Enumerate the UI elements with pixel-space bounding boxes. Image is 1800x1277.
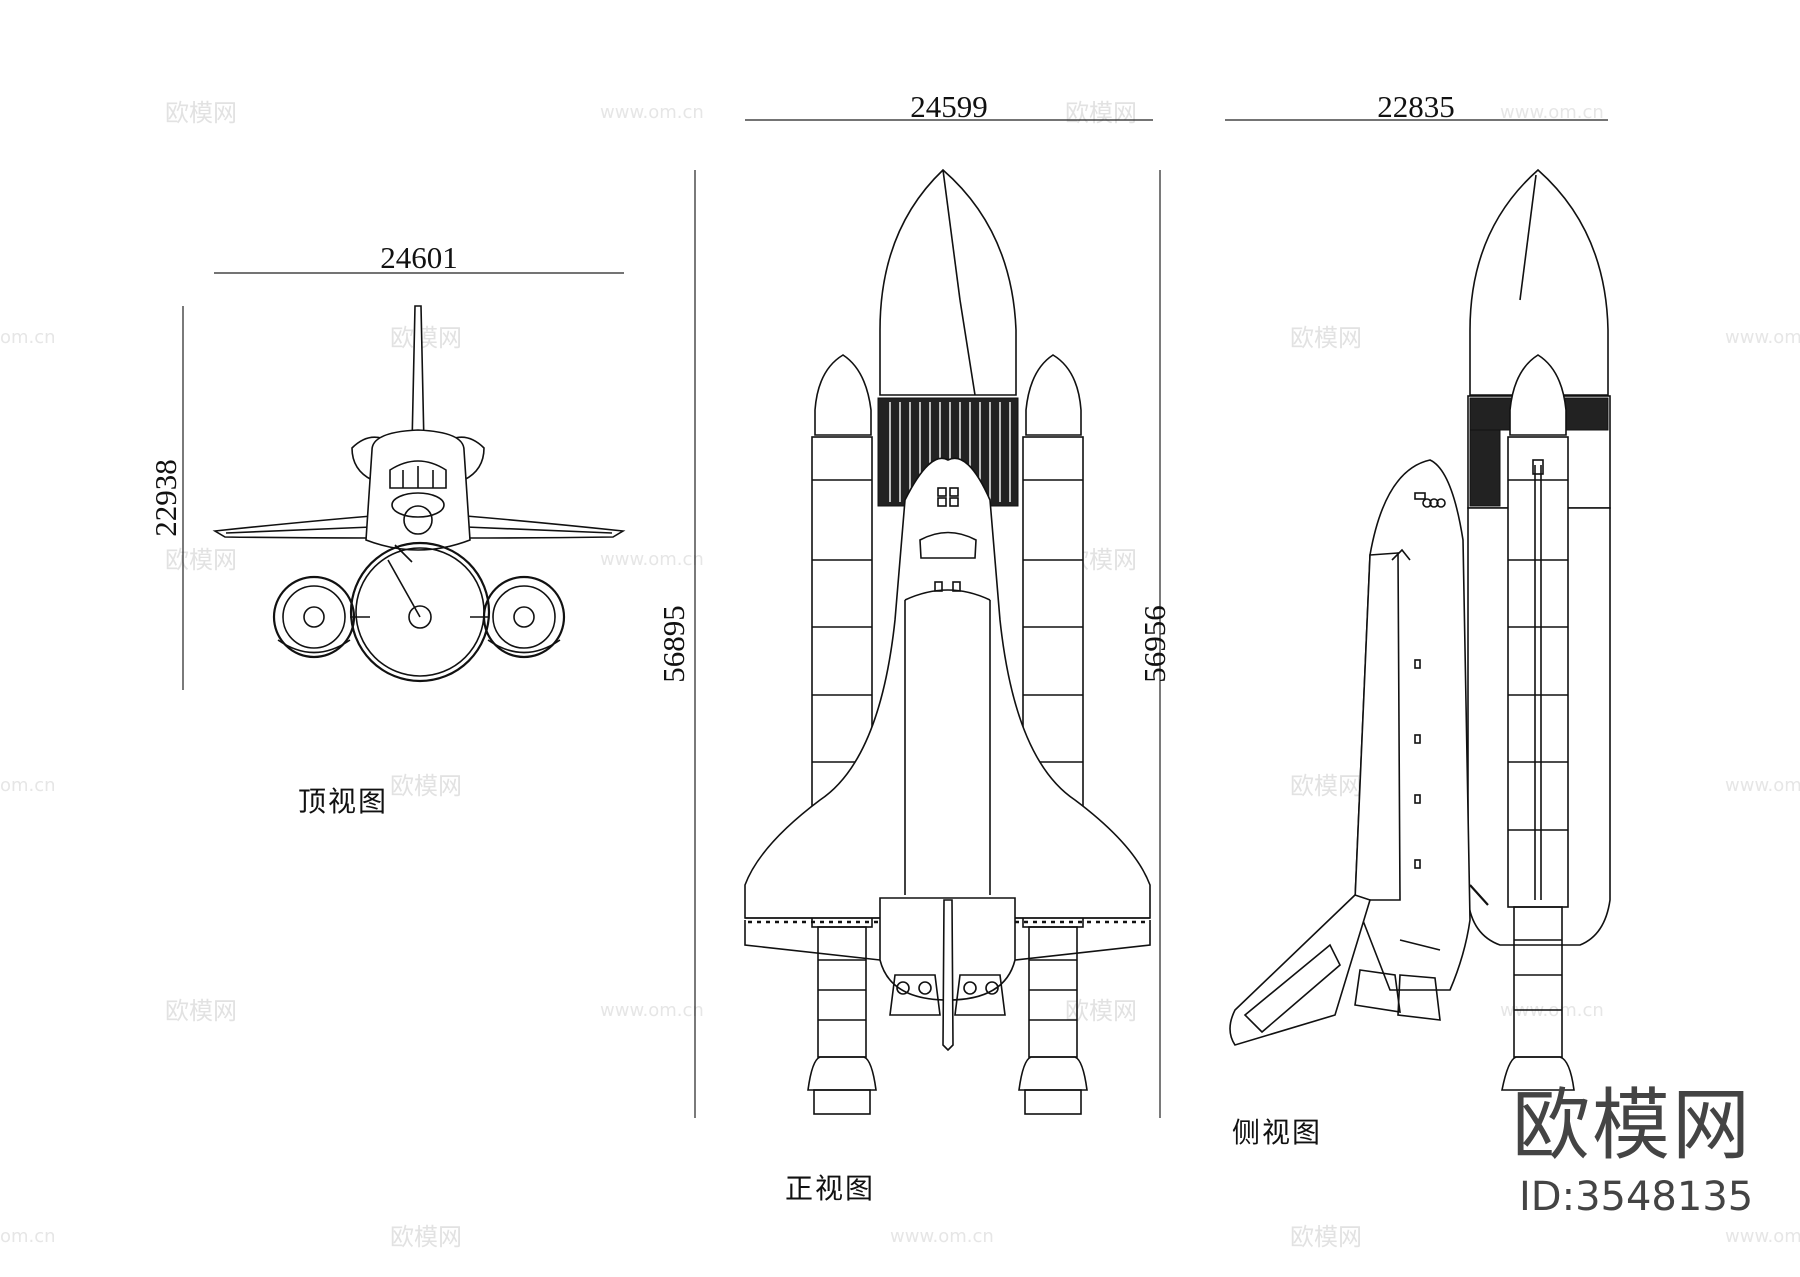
side-view-side-windows: [1414, 659, 1421, 869]
top-view-fuselage: [365, 429, 471, 551]
watermark-logo: 欧模网: [390, 772, 462, 800]
top-view-external-tank: [349, 541, 491, 683]
brand-id: ID:3548135: [1519, 1174, 1753, 1220]
front-view-right-srb-nose: [1025, 354, 1082, 436]
front-view-left-srb-nozzle: [807, 926, 877, 1115]
top-view-tank-attach: [394, 544, 413, 563]
watermark-url: www.om.cn: [600, 102, 704, 123]
side-view-tank-seam: [1519, 174, 1537, 301]
watermark-url: www.om.cn: [600, 1000, 704, 1021]
watermark-logo: 欧模网: [1290, 324, 1362, 352]
front-view-elevons: [744, 920, 1151, 961]
watermark-logo: 欧模网: [1290, 1223, 1362, 1251]
front-view-left-srb-nose: [814, 354, 872, 436]
front-view-tank-seam: [942, 169, 961, 301]
side-view-srb: [1507, 436, 1569, 908]
side-view-rudder: [1243, 943, 1341, 1034]
watermark-logo: 欧模网: [390, 324, 462, 352]
top-view: 24601 22938: [148, 240, 626, 818]
watermark-url: www.om.cn: [600, 549, 704, 570]
top-view-tank-center: [408, 605, 432, 629]
top-view-left-wing: [212, 515, 373, 539]
side-view-height-dimension: 56956: [1137, 605, 1172, 683]
brand-logo: 欧模网: [1512, 1081, 1752, 1171]
watermark-url: om.cn: [0, 1226, 56, 1247]
top-view-height-dimension: 22938: [148, 459, 183, 537]
top-view-left-wing-edge: [225, 526, 373, 534]
watermark-url: www.om.cn: [1725, 1226, 1800, 1247]
top-view-right-wing: [465, 515, 626, 539]
side-view-srb-nozzle: [1501, 906, 1575, 1091]
watermark-url: om.cn: [0, 775, 56, 796]
top-view-tank-strut: [387, 559, 421, 618]
top-view-left-srb-nozzle: [303, 606, 325, 628]
top-view-tail-fin: [411, 305, 425, 446]
top-view-caption: 顶视图: [298, 785, 388, 818]
front-view-window: [934, 581, 943, 592]
watermark-url: www.om.cn: [1725, 775, 1800, 796]
top-view-right-srb-skirt: [487, 639, 561, 654]
front-view-width-dimension: 24599: [910, 89, 988, 124]
watermark-url: www.om.cn: [1500, 102, 1604, 123]
watermark-logo: 欧模网: [165, 546, 237, 574]
side-view-srb-nose: [1509, 354, 1567, 436]
front-view: 24599 56895: [656, 89, 1153, 1205]
brand-block: 欧模网 ID:3548135: [1512, 1081, 1753, 1220]
side-view-tank-nose: [1469, 168, 1609, 396]
side-view: 22835 56956: [1137, 89, 1611, 1149]
watermark-logo: 欧模网: [165, 99, 237, 127]
side-view-main-engines: [1354, 939, 1441, 1021]
side-view-caption: 侧视图: [1232, 1116, 1322, 1149]
top-view-nose-hatch: [391, 492, 445, 518]
front-view-orbiter: [744, 457, 1151, 919]
top-view-right-srb-inner: [492, 585, 556, 649]
side-view-attach-strut: [1469, 884, 1489, 906]
front-view-height-dimension: 56895: [656, 605, 691, 683]
watermark-logo: 欧模网: [390, 1223, 462, 1251]
top-view-nose-cap: [403, 505, 433, 535]
front-view-tank-seam: [959, 299, 976, 396]
watermark-logo: 欧模网: [165, 997, 237, 1025]
top-view-cockpit-windows: [389, 460, 447, 489]
watermark-logo: 欧模网: [1290, 772, 1362, 800]
side-view-nose-rcs: [1414, 492, 1446, 508]
side-view-payload-bay: [1354, 552, 1401, 901]
front-view-right-srb-nozzle: [1018, 926, 1088, 1115]
front-view-main-engines: [889, 974, 1006, 1016]
side-view-srb-segments: [1508, 459, 1568, 900]
front-view-caption: 正视图: [785, 1172, 875, 1205]
top-view-width-dimension: 24601: [380, 240, 458, 275]
top-view-right-srb-nozzle: [513, 606, 535, 628]
top-view-right-wing-edge: [465, 526, 613, 534]
side-view-intertank-ribs: [1469, 429, 1501, 507]
front-view-window: [952, 581, 961, 592]
front-view-tail-fin: [942, 899, 954, 1052]
front-view-cockpit-windows: [919, 531, 977, 559]
side-view-cockpit-window: [1391, 548, 1411, 561]
watermark-url: www.om.cn: [890, 1226, 994, 1247]
top-view-left-srb-skirt: [277, 639, 351, 654]
side-view-width-dimension: 22835: [1377, 89, 1455, 124]
front-view-bulkhead: [904, 589, 991, 601]
front-view-nose-fittings: [937, 487, 959, 507]
watermark-url: om.cn: [0, 327, 56, 348]
watermark-url: www.om.cn: [1725, 327, 1800, 348]
top-view-external-tank-rim: [355, 547, 485, 677]
watermark-layer: 欧模网 www.om.cn 欧模网 www.om.cn om.cn 欧模网 ww…: [0, 99, 1800, 1251]
watermark-logo: 欧模网: [1065, 99, 1137, 127]
top-view-left-srb-inner: [282, 585, 346, 649]
